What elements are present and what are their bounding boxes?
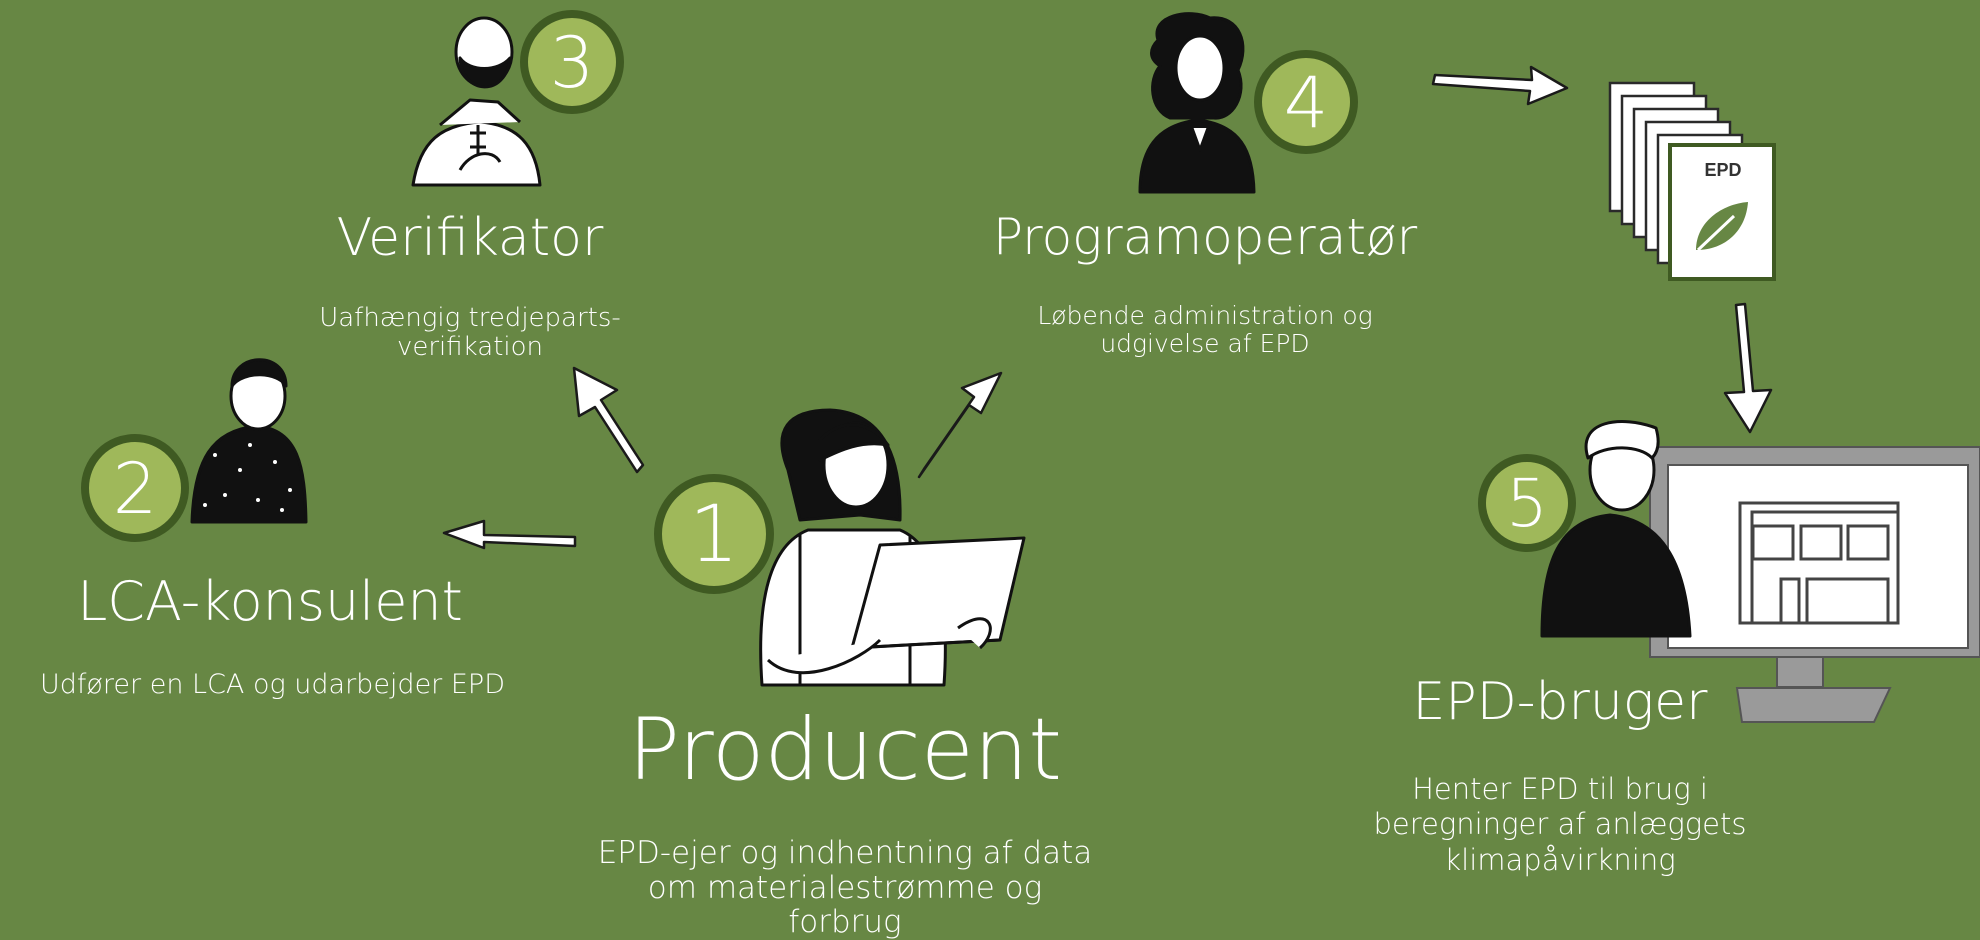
- badge-number-3: 3: [549, 22, 595, 104]
- user-description-line: beregninger af anlæggets: [1373, 807, 1747, 842]
- verifier-description: Uafhængig tredjeparts- verifikation: [290, 303, 650, 363]
- verifier-description-line: Uafhængig tredjeparts-: [319, 303, 621, 333]
- badge-3: [520, 10, 624, 114]
- badge-2: [81, 434, 189, 542]
- user-description-line: Henter EPD til brug i: [1412, 772, 1708, 806]
- user-description-line: klimapåvirkning: [1444, 842, 1676, 877]
- woman-with-laptop-icon: [759, 408, 1026, 687]
- operator-description-line: udgivelse af EPD: [1100, 329, 1310, 358]
- man-at-computer-icon: [1540, 420, 1692, 638]
- consultant-description-line: Udfører en LCA og udarbejder EPD: [40, 669, 505, 700]
- user-description: Henter EPD til brug i beregninger af anl…: [1330, 772, 1790, 878]
- producer-description-line: forbrug: [788, 904, 902, 940]
- curly-haired-woman-icon: [1138, 12, 1256, 194]
- badge-number-5: 5: [1506, 465, 1548, 542]
- epd-document-stack-icon: [1608, 81, 1776, 281]
- computer-monitor-icon: [1649, 446, 1980, 723]
- verifier-description-line: verifikation: [396, 332, 543, 363]
- producer-description-line: om materialestrømme og: [647, 869, 1043, 906]
- arrow-to-monitor: [1723, 302, 1773, 434]
- man-in-patterned-sweater-icon: [190, 358, 308, 524]
- producer-description-line: EPD-ejer og indhentning af data: [597, 835, 1093, 871]
- arrow-to-consultant: [442, 519, 577, 550]
- badge-number-4: 4: [1283, 62, 1329, 144]
- operator-title: Programoperatør: [992, 208, 1418, 266]
- operator-description: Løbende administration og udgivelse af E…: [1010, 302, 1400, 358]
- consultant-description: Udfører en LCA og udarbejder EPD: [0, 669, 545, 700]
- user-title: EPD-bruger: [1412, 672, 1708, 732]
- leaf-icon: [1696, 202, 1748, 252]
- bearded-man-icon: [411, 16, 542, 187]
- badge-number-2: 2: [112, 448, 158, 530]
- badge-1: [654, 474, 774, 594]
- arrow-to-documents: [1431, 65, 1569, 106]
- badge-4: [1254, 50, 1358, 154]
- verifier-title: Verifikator: [336, 208, 604, 268]
- consultant-title: LCA-konsulent: [77, 570, 463, 633]
- producer-title: Producent: [628, 700, 1062, 800]
- badge-number-1: 1: [689, 490, 739, 580]
- arrow-to-operator: [917, 371, 1003, 479]
- operator-description-line: Løbende administration og: [1037, 301, 1373, 330]
- producer-description: EPD-ejer og indhentning af data om mater…: [545, 836, 1145, 940]
- document-label: EPD: [1704, 160, 1741, 180]
- badge-5: [1478, 454, 1576, 552]
- arrow-to-verifier: [572, 366, 645, 474]
